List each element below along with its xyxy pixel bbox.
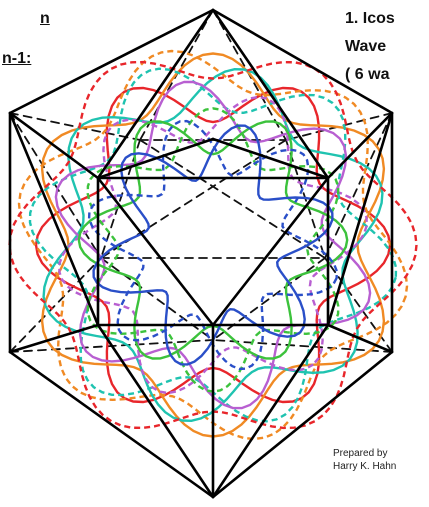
hidden-edge-5	[100, 139, 141, 259]
visible-edge-7	[211, 8, 330, 180]
visible-edge-19	[96, 176, 215, 327]
header-left-line1: n	[40, 10, 50, 27]
hidden-edge-4	[285, 112, 393, 141]
visible-edge-16	[326, 111, 394, 327]
wave-blue-dashed	[87, 119, 339, 371]
visible-edge-18	[326, 323, 394, 354]
wave-blue	[92, 124, 334, 366]
header-right-line3: ( 6 wa	[345, 66, 390, 83]
wave-teal	[42, 67, 384, 423]
hidden-edge-9	[9, 257, 102, 353]
credit-line1: Prepared by	[333, 448, 388, 459]
wave-purple	[54, 80, 372, 410]
wave-green	[77, 120, 349, 360]
visible-edge-23	[96, 323, 215, 499]
header-right-line1: 1. Icos	[345, 10, 395, 27]
wave-purple-dashed	[58, 95, 368, 395]
visible-edge-6	[96, 8, 215, 180]
hidden-edge-15	[212, 339, 393, 353]
visible-edge-12	[211, 137, 330, 180]
visible-edge-10	[326, 111, 394, 180]
visible-edge-17	[8, 323, 100, 354]
hidden-edge-11	[100, 257, 214, 341]
visible-edge-2	[211, 350, 394, 499]
visible-edge-3	[8, 350, 215, 499]
hidden-edge-17	[139, 139, 326, 259]
wave-teal-dashed	[28, 67, 398, 423]
hidden-edge-12	[212, 257, 326, 341]
visible-edge-9	[8, 111, 100, 180]
visible-edge-0	[211, 8, 394, 115]
wave-orange-dashed	[17, 49, 409, 441]
visible-edge-20	[211, 176, 330, 327]
credit-line2: Harry K. Hahn	[333, 461, 397, 472]
visible-edge-15	[8, 111, 100, 327]
visible-edge-24	[211, 323, 330, 499]
header-right-line2: Wave	[345, 38, 387, 55]
header-left-line2: n-1:	[2, 50, 32, 67]
hidden-edge-3	[9, 112, 141, 141]
visible-edge-5	[8, 8, 215, 115]
hidden-edge-8	[324, 112, 393, 259]
hidden-edge-7	[9, 112, 102, 259]
visible-edge-11	[96, 137, 215, 180]
